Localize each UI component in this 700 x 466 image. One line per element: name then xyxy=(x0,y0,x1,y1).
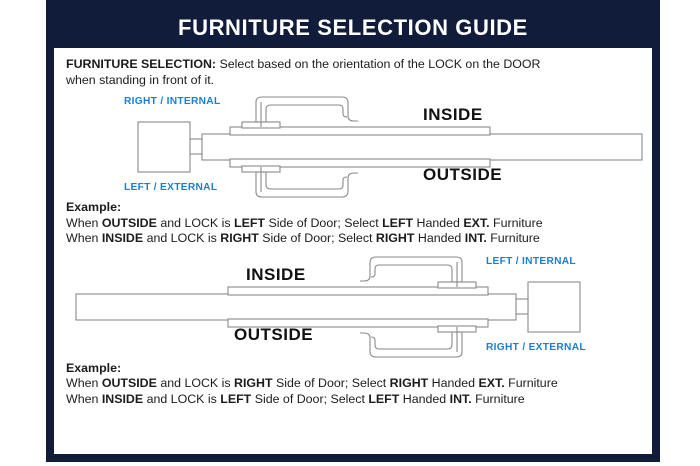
inside-handle-outer xyxy=(360,256,463,282)
label-outside-bottom: OUTSIDE xyxy=(234,324,314,344)
diagram-bottom: LEFT / INTERNAL RIGHT / EXTERNAL INSIDE … xyxy=(66,254,652,358)
b2-b4: INT. xyxy=(449,391,472,406)
outside-handle-outer xyxy=(360,331,463,358)
example-top-heading: Example: xyxy=(66,200,122,214)
guide-frame: FURNITURE SELECTION GUIDE FURNITURE SELE… xyxy=(46,0,660,462)
intro-body-line1: Select based on the orientation of the L… xyxy=(219,57,541,71)
b2-pre: When xyxy=(66,391,102,406)
label-right-internal-top: RIGHT / INTERNAL xyxy=(124,96,221,107)
t2-m3: Handed xyxy=(414,231,465,246)
inside-handle-inner xyxy=(265,104,348,122)
b1-b1: OUTSIDE xyxy=(101,376,157,391)
t1-pre: When xyxy=(66,215,102,230)
label-left-external-top: LEFT / EXTERNAL xyxy=(124,182,218,193)
door-lock-schematic-bottom xyxy=(75,256,581,358)
b2-b2: LEFT xyxy=(220,391,252,406)
door-lock-schematic-top xyxy=(137,96,643,198)
lock-body-rect xyxy=(137,121,191,173)
b1-m3: Handed xyxy=(428,376,479,391)
label-inside-top: INSIDE xyxy=(423,105,483,124)
outside-plate xyxy=(229,158,491,168)
b1-pre: When xyxy=(66,376,102,391)
b1-m2: Side of Door; Select xyxy=(272,376,390,391)
b2-post: Furniture xyxy=(471,391,525,406)
intro-body-line2: when standing in front of it. xyxy=(66,72,215,87)
t1-post: Furniture xyxy=(489,215,543,230)
lock-spindle xyxy=(515,298,529,315)
intro-lead: FURNITURE SELECTION: xyxy=(66,57,217,71)
t1-b2: LEFT xyxy=(234,215,266,230)
example-top: Example: When OUTSIDE and LOCK is LEFT S… xyxy=(66,200,640,247)
b1-b3: RIGHT xyxy=(389,376,429,391)
t2-b2: RIGHT xyxy=(220,231,259,246)
t1-b3: LEFT xyxy=(382,215,414,230)
inside-handle-inner xyxy=(370,264,453,282)
example-top-line2: When INSIDE and LOCK is RIGHT Side of Do… xyxy=(66,231,540,245)
t2-m1: and LOCK is xyxy=(143,231,221,246)
inside-handle-outer xyxy=(255,96,358,122)
t1-b1: OUTSIDE xyxy=(101,215,157,230)
example-top-line1: When OUTSIDE and LOCK is LEFT Side of Do… xyxy=(66,216,543,230)
intro-text: FURNITURE SELECTION: Select based on the… xyxy=(66,57,640,88)
lock-spindle xyxy=(189,138,203,155)
t1-m2: Side of Door; Select xyxy=(265,215,383,230)
t2-b3: RIGHT xyxy=(375,231,415,246)
b2-m3: Handed xyxy=(399,391,450,406)
b2-m2: Side of Door; Select xyxy=(251,391,369,406)
outside-plate xyxy=(227,318,489,328)
example-bottom: Example: When OUTSIDE and LOCK is RIGHT … xyxy=(66,361,640,408)
b1-b2: RIGHT xyxy=(234,376,273,391)
t2-post: Furniture xyxy=(486,231,540,246)
inside-plate xyxy=(227,286,489,296)
example-bottom-line2: When INSIDE and LOCK is LEFT Side of Doo… xyxy=(66,392,525,406)
label-outside-top: OUTSIDE xyxy=(423,165,503,184)
door-leaf xyxy=(75,293,517,321)
lock-body-rect xyxy=(527,281,581,333)
example-bottom-line1: When OUTSIDE and LOCK is RIGHT Side of D… xyxy=(66,376,558,390)
t2-m2: Side of Door; Select xyxy=(258,231,376,246)
inside-plate xyxy=(229,126,491,136)
outside-handle-inner xyxy=(370,331,453,350)
t1-m1: and LOCK is xyxy=(156,215,235,230)
t2-pre: When xyxy=(66,231,102,246)
label-inside-bottom: INSIDE xyxy=(246,264,306,284)
outside-handle-inner xyxy=(265,172,348,190)
page-title: FURNITURE SELECTION GUIDE xyxy=(178,15,528,40)
t1-m3: Handed xyxy=(413,215,464,230)
label-left-internal-bottom: LEFT / INTERNAL xyxy=(486,255,576,267)
b1-m1: and LOCK is xyxy=(156,376,235,391)
t1-b4: EXT. xyxy=(463,215,490,230)
diagram-top: RIGHT / INTERNAL LEFT / EXTERNAL INSIDE … xyxy=(66,94,652,198)
guide-panel: FURNITURE SELECTION: Select based on the… xyxy=(54,48,652,454)
t2-b1: INSIDE xyxy=(101,231,144,246)
b2-b3: LEFT xyxy=(368,391,400,406)
door-leaf xyxy=(201,133,643,161)
b2-m1: and LOCK is xyxy=(143,391,221,406)
b2-b1: INSIDE xyxy=(101,391,144,406)
outside-handle-outer xyxy=(255,172,358,198)
b1-post: Furniture xyxy=(504,376,558,391)
t2-b4: INT. xyxy=(464,231,487,246)
example-bottom-heading: Example: xyxy=(66,360,122,375)
b1-b4: EXT. xyxy=(478,376,505,391)
title-bar: FURNITURE SELECTION GUIDE xyxy=(54,8,652,48)
label-right-external-bottom: RIGHT / EXTERNAL xyxy=(486,341,586,353)
